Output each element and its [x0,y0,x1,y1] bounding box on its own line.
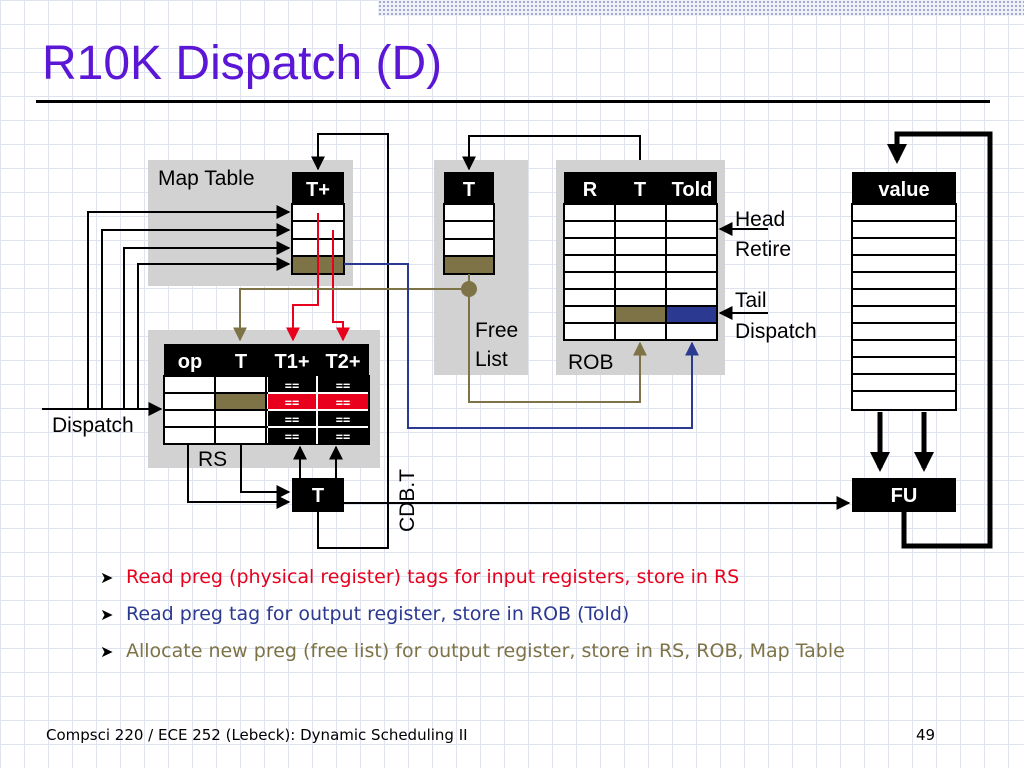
rs-to-cdb-wire [240,444,291,499]
rs-label: RS [198,448,227,471]
register-file: value [851,172,957,411]
rs-header-t2: T2+ [325,351,360,373]
rob-tail-told-entry [667,307,716,322]
bullet-text: Read preg tag for output register, store… [126,603,630,625]
rs-entry-t1-read [268,394,316,409]
dispatch-to-map-table-wire [101,223,291,409]
cdb-tag-label: T [312,485,324,507]
bullet-item: ➤ Allocate new preg (free list) for outpu… [100,637,845,674]
dispatch-to-map-table-wire [87,205,291,409]
rs-header-op: op [178,351,202,373]
rob-retire-label: Retire [735,238,791,261]
bullet-item: ➤ Read preg tag for output register, stor… [100,600,845,637]
slide-title: R10K Dispatch (D) [42,37,443,90]
reservation-stations: op T T1+ T2+ == == == == == == == == RS … [42,344,370,471]
title-rule [36,100,990,103]
rs-t2-ready-mark: == [336,413,350,427]
free-list-head-preg [445,257,493,273]
rs-t2-ready-mark: == [336,430,350,444]
red-wires [286,213,350,342]
rs-dispatch-label: Dispatch [52,414,134,437]
rob: R T Told ROB Head Retire Tail Dispatch [563,172,817,374]
free-list-junction [461,281,477,297]
dispatch-to-map-table-wire [137,257,291,409]
rob-header-r: R [583,179,598,201]
rob-dispatch-label: Dispatch [735,320,817,343]
rob-label: ROB [568,351,614,374]
page-number: 49 [916,726,936,744]
rob-header-row [564,172,717,204]
rs-entry-t-new [216,394,265,409]
map-table-header: T+ [306,179,330,201]
map-table-label: Map Table [158,167,255,190]
rob-to-free-list-wire [462,135,641,171]
thick-wires [870,131,993,549]
cdb-to-map-table-wire [311,133,389,549]
fu-writeback-wire [887,131,993,549]
free-list-header: T [463,179,475,201]
rob-header-told: Told [672,179,713,201]
bullet-arrow-icon: ➤ [100,568,114,587]
rob-tail-t-entry [616,307,665,322]
free-list-to-rob-wire [468,289,647,403]
rs-header-t: T [235,351,247,373]
fu-label: FU [891,485,918,507]
corner-decoration [378,0,1024,16]
map-to-rs-t2-wire [332,230,350,342]
rob-header-t: T [634,179,646,201]
rob-tail-label: Tail [735,289,767,312]
rs-to-cdb-wire [187,444,291,509]
bullet-text: Read preg (physical register) tags for i… [126,566,740,588]
rs-t1-ready-mark: == [285,413,299,427]
black-wires [87,133,851,549]
free-list: T Free List [443,172,518,371]
free-list-label-line1: Free [475,319,518,342]
navy-wires [344,263,699,429]
rob-head-label: Head [735,208,785,231]
bullet-arrow-icon: ➤ [100,605,114,624]
rs-t2-ready-mark: == [336,396,350,410]
bullet-arrow-icon: ➤ [100,642,114,661]
free-list-header-cell [444,172,494,204]
bullet-item: ➤ Read preg (physical register) tags for … [100,563,845,600]
rs-header-row [164,344,369,376]
map-to-rs-t1-wire [286,213,319,342]
rs-t1-ready-mark: == [285,430,299,444]
free-list-label-line2: List [475,348,508,371]
map-table-header-cell [292,172,344,204]
rs-header-t1: T1+ [274,351,309,373]
rs-t2-ready-mark: == [336,379,350,393]
dispatch-to-map-table-wire [123,241,291,409]
cdb-label: CDB.T [396,469,419,532]
bullet-text: Allocate new preg (free list) for output… [126,640,845,662]
regfile-header: value [878,179,929,201]
rs-t1-ready-mark: == [285,379,299,393]
regfile-header-cell [852,172,956,204]
footer-course: Compsci 220 / ECE 252 (Lebeck): Dynamic … [46,726,468,744]
rs-t1-ready-mark: == [285,396,299,410]
bullet-list: ➤ Read preg (physical register) tags for … [100,563,845,674]
map-to-rob-told-wire [344,263,699,429]
fu-box [852,478,956,512]
cdb-tag-box [292,478,344,512]
rs-entry-t2-read [318,394,368,409]
